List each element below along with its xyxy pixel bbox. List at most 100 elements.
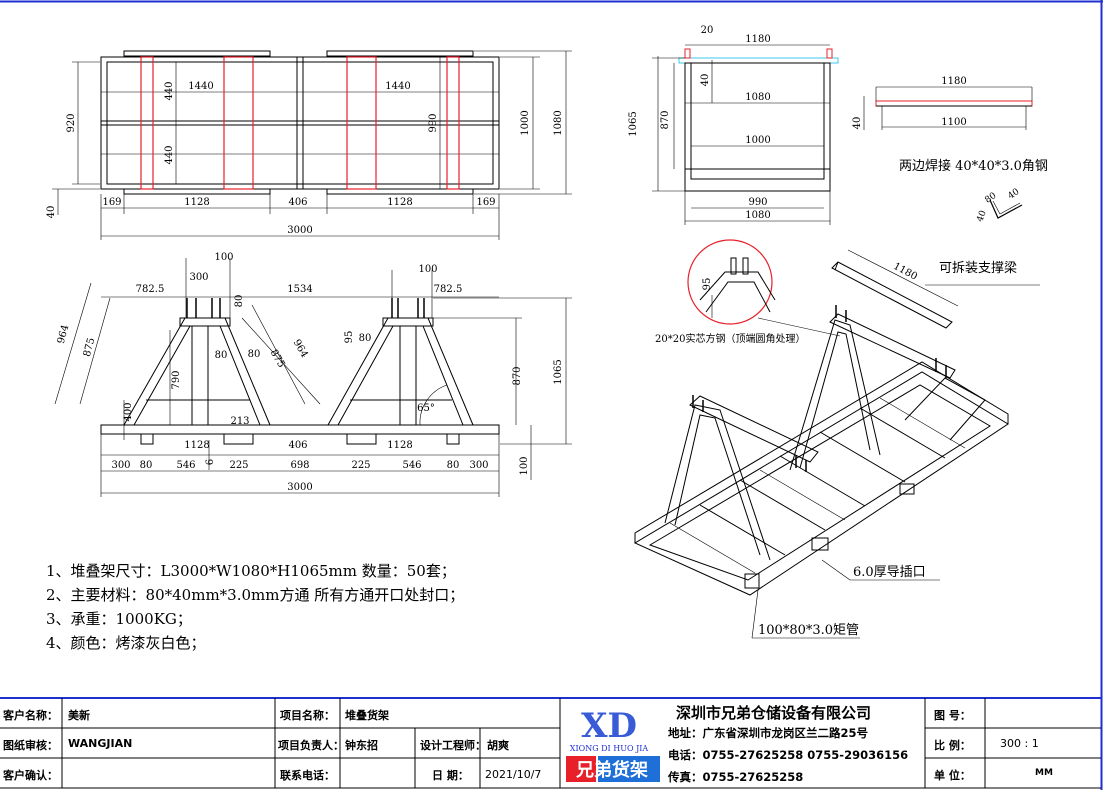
dim-end-1080a: 1080	[745, 92, 770, 103]
dim-side-6: 6	[205, 459, 216, 465]
scale-value: 300 : 1	[1000, 737, 1039, 750]
dim-side-80e: 80	[140, 460, 153, 471]
dim-side-300b: 300	[469, 460, 488, 471]
isometric-labels: 95 20*20实芯方钢（顶端圆角处理） 1180 可拆装支撑梁 6.0厚导插口…	[655, 261, 1017, 638]
review-label: 图纸审核：	[3, 739, 58, 752]
unit-label: 单 位：	[934, 769, 971, 782]
confirm-label: 客户确认：	[3, 769, 58, 782]
end-view-dims: 20 1180 40 1080 1065 870 1000 990 1080	[628, 25, 771, 221]
dim-side-964a: 964	[56, 324, 72, 345]
date-label: 日 期：	[432, 769, 469, 782]
dim-front-3000: 3000	[287, 225, 312, 236]
dim-end-1080b: 1080	[745, 210, 770, 221]
dim-beam-1100: 1100	[941, 117, 966, 128]
dim-angle-40b: 40	[1006, 187, 1021, 202]
logo-letters: XD	[581, 706, 637, 746]
dim-side-213: 213	[230, 416, 249, 427]
dim-side-790: 790	[171, 370, 182, 389]
dim-side-300: 300	[189, 272, 208, 283]
dim-side-80a: 80	[234, 295, 245, 308]
beam-detail	[863, 86, 1033, 219]
side-view-dims: 100 300 782.5 1534 100 782.5 80 964 875 …	[56, 252, 564, 493]
logo-brand: 兄弟货架	[575, 759, 648, 781]
dim-beam-1180: 1180	[941, 76, 966, 87]
dim-angle-40a: 40	[975, 209, 988, 223]
title-block-grid: XD XIONG DI HUO JIA 兄弟货架	[0, 697, 1101, 789]
dim-front-169b: 169	[476, 197, 495, 208]
front-view-dims: 920 1000 1080 40 440 440 1440 1440 990 1…	[46, 81, 564, 236]
dim-end-870: 870	[660, 110, 671, 129]
dim-side-300a: 300	[111, 460, 130, 471]
dim-front-990: 990	[428, 113, 439, 132]
dim-side-406: 406	[288, 440, 307, 451]
dim-side-100a: 100	[214, 252, 233, 263]
dim-side-100c: 100	[519, 456, 530, 475]
dim-side-870: 870	[512, 366, 523, 385]
dim-front-1128a: 1128	[184, 197, 209, 208]
note-size: 1、堆叠架尺寸：L3000*W1080*H1065mm 数量：50套；	[46, 562, 456, 580]
dim-front-169a: 169	[102, 197, 121, 208]
engineer-label: 设计工程师：	[420, 739, 486, 752]
isometric-view	[633, 239, 1040, 639]
dim-side-225b: 225	[351, 460, 370, 471]
engineer: 胡爽	[487, 739, 509, 752]
company-name: 深圳市兄弟仓储设备有限公司	[676, 704, 872, 722]
dim-front-1440b: 1440	[385, 81, 410, 92]
spec-notes: 1、堆叠架尺寸：L3000*W1080*H1065mm 数量：50套； 2、主要…	[46, 559, 464, 655]
scale-label: 比 例：	[934, 739, 971, 752]
dim-angle-80: 80	[983, 191, 998, 206]
review-value: WANGJIAN	[68, 737, 133, 750]
project-name: 堆叠货架	[345, 709, 389, 722]
dim-end-1000: 1000	[745, 135, 770, 146]
insert-label: 6.0厚导插口	[853, 565, 926, 580]
project-lead-label: 项目负责人：	[278, 739, 344, 752]
dim-end-40: 40	[700, 74, 711, 87]
customer-name-label: 客户名称：	[3, 709, 58, 722]
dim-side-782a: 782.5	[136, 284, 165, 295]
dim-side-1065: 1065	[553, 359, 564, 384]
dim-side-782b: 782.5	[434, 284, 463, 295]
dim-front-406: 406	[288, 197, 307, 208]
front-view	[52, 50, 572, 240]
project-lead: 钟东招	[345, 739, 378, 752]
drawing-no-label: 图 号：	[934, 709, 971, 722]
dim-side-225a: 225	[229, 460, 248, 471]
beam-weld-note: 两边焊接 40*40*3.0角钢	[899, 158, 1048, 174]
dim-side-964b: 964	[291, 338, 310, 360]
note-color: 4、颜色：烤漆灰白色；	[46, 634, 206, 652]
dim-front-40: 40	[46, 206, 57, 219]
dim-side-80d: 80	[359, 333, 372, 344]
company-address: 地址：广东省深圳市龙岗区兰二路25号	[668, 726, 869, 740]
customer-name: 美新	[68, 709, 90, 722]
dim-side-80f: 80	[447, 460, 460, 471]
dim-end-1065: 1065	[628, 111, 639, 136]
project-name-label: 项目名称：	[280, 709, 335, 722]
company-logo: XD XIONG DI HUO JIA 兄弟货架	[566, 706, 660, 782]
note-material: 2、主要材料：80*40mm*3.0mm方通 所有方通开口处封口；	[46, 586, 465, 604]
dim-side-546a: 546	[176, 460, 195, 471]
logo-pinyin: XIONG DI HUO JIA	[570, 744, 649, 753]
tube-label: 100*80*3.0矩管	[758, 623, 859, 638]
dim-end-20: 20	[701, 25, 714, 36]
dim-side-80c: 80	[248, 349, 261, 360]
dim-side-80b: 80	[215, 350, 228, 361]
date-value: 2021/10/7	[485, 768, 542, 781]
dim-side-875b: 875	[268, 348, 287, 370]
company-tel: 电话：0755-27625258 0755-29036156	[668, 748, 909, 762]
dim-front-1000: 1000	[520, 110, 531, 135]
dim-side-1128b: 1128	[387, 440, 412, 451]
detail-dim-95: 95	[702, 278, 713, 291]
dim-side-1128a: 1128	[184, 440, 209, 451]
end-view	[652, 44, 839, 225]
detail-steel-note: 20*20实芯方钢（顶端圆角处理）	[655, 332, 805, 345]
note-load: 3、承重：1000KG；	[46, 610, 192, 628]
dim-side-1534: 1534	[287, 284, 312, 295]
dim-side-546b: 546	[402, 460, 421, 471]
beam-detail-dims: 1180 1100 40 两边焊接 40*40*3.0角钢 40 80 40	[852, 76, 1048, 223]
dim-side-65deg: 65°	[417, 403, 435, 414]
dim-front-440b: 440	[164, 145, 175, 164]
side-view	[54, 258, 572, 497]
dim-front-1128b: 1128	[387, 197, 412, 208]
dim-front-1080: 1080	[553, 110, 564, 135]
